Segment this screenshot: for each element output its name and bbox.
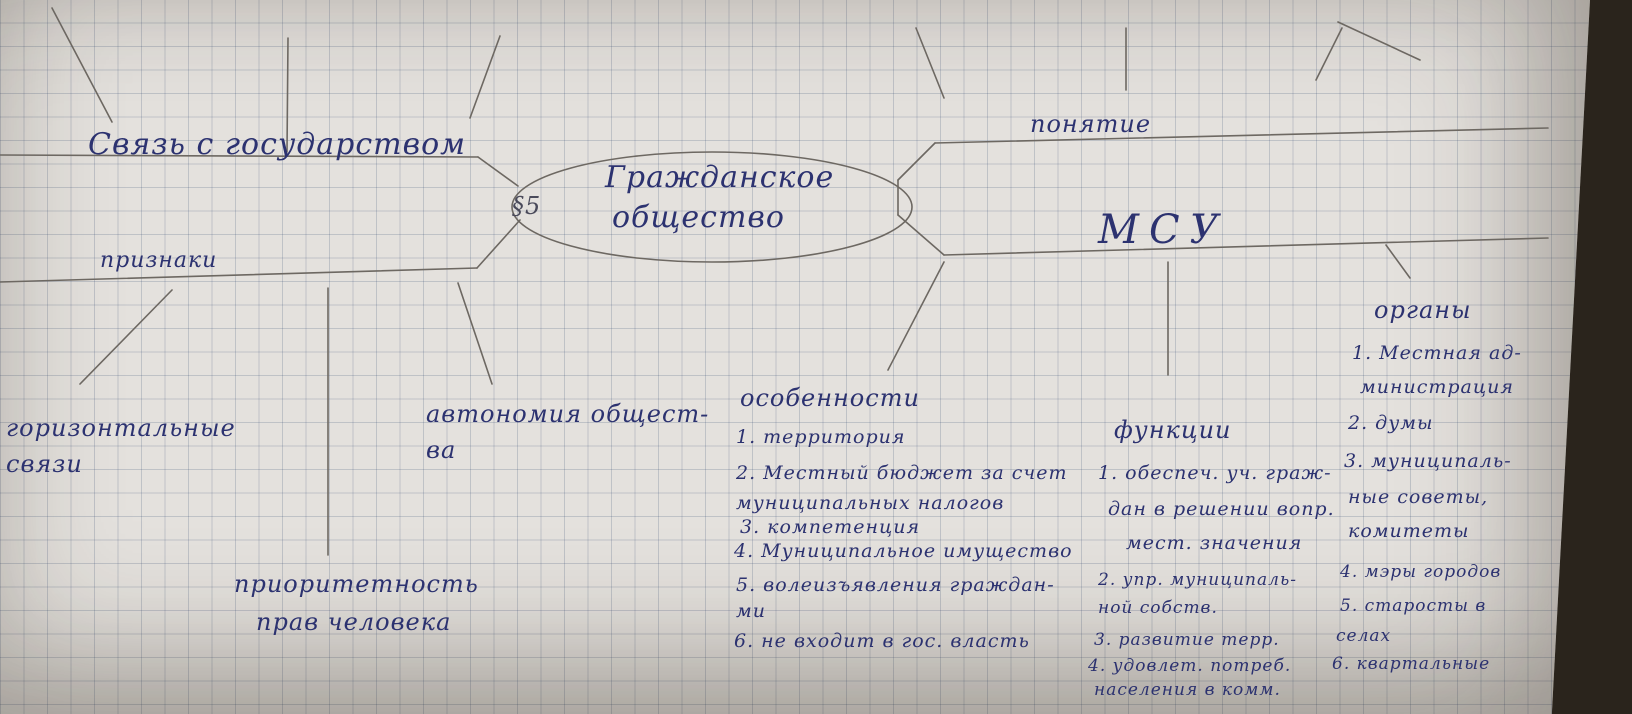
function-item: 4. удовлет. потреб.: [1088, 656, 1292, 676]
line-concept: [934, 127, 1549, 144]
features-heading: особенности: [740, 384, 920, 412]
feature-item: ми: [736, 600, 766, 622]
branch-autonomy-line2: ва: [426, 436, 457, 464]
organ-item: ные советы,: [1348, 486, 1489, 508]
branch-links-with-state: Связь с государством: [88, 127, 467, 162]
branch-signs: признаки: [100, 248, 218, 273]
branch-rights-line2: прав человека: [256, 608, 452, 636]
line-state: [0, 154, 479, 158]
function-item: мест. значения: [1126, 532, 1303, 554]
organ-item: 3. муниципаль-: [1344, 450, 1512, 472]
functions-heading: функции: [1114, 416, 1232, 444]
feature-item: 5. волеизъявления граждан-: [736, 574, 1055, 596]
center-ellipse: [511, 151, 913, 263]
function-item: населения в комм.: [1094, 680, 1281, 700]
line-msu: [897, 214, 945, 256]
organ-item: 2. думы: [1348, 412, 1434, 434]
feature-item: 1. территория: [736, 426, 906, 448]
organ-item: комитеты: [1348, 520, 1470, 542]
function-item: 1. обеспеч. уч. граж-: [1098, 462, 1332, 484]
line-signs: [0, 267, 478, 283]
function-item: 2. упр. муниципаль-: [1098, 570, 1297, 590]
function-item: ной собств.: [1098, 598, 1218, 618]
feature-item: 2. Местный бюджет за счет: [736, 462, 1068, 484]
branch-msu: МСУ: [1098, 207, 1229, 253]
feature-item: муниципальных налогов: [736, 492, 1005, 514]
mind-map-lines: [0, 7, 1549, 556]
branch-autonomy-line1: автономия общест-: [426, 400, 710, 428]
paragraph-mark: §5: [512, 192, 542, 220]
organ-item: 4. мэры городов: [1340, 562, 1502, 582]
branch-horizontal-links: горизонтальные связи: [6, 414, 236, 478]
branch-rights-line1: приоритетность: [234, 570, 479, 598]
function-item: 3. развитие терр.: [1094, 630, 1280, 650]
organs-heading: органы: [1374, 296, 1472, 324]
function-item: дан в решении вопр.: [1108, 498, 1335, 520]
feature-item: 3. компетенция: [740, 516, 921, 538]
notebook-page: Гражданское общество §5 Связь с государс…: [0, 0, 1590, 714]
organ-item: министрация: [1360, 376, 1514, 398]
organ-item: 5. старосты в: [1340, 596, 1487, 616]
center-title-line1: Гражданское: [605, 160, 835, 195]
feature-item: 4. Муниципальное имущество: [734, 540, 1073, 562]
center-title-line2: общество: [612, 200, 785, 235]
organ-item: селах: [1336, 626, 1392, 646]
organ-item: 6. квартальные: [1332, 654, 1491, 674]
feature-item: 6. не входит в гос. власть: [734, 630, 1030, 652]
branch-concept: понятие: [1030, 110, 1152, 138]
organ-item: 1. Местная ад-: [1352, 342, 1522, 364]
